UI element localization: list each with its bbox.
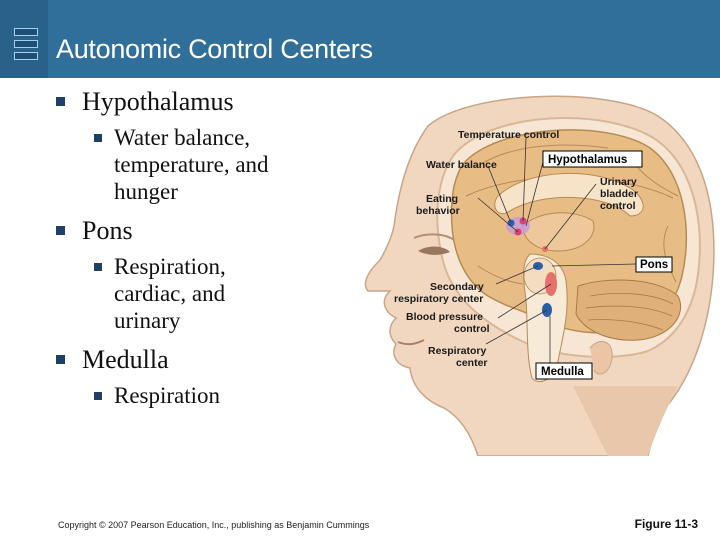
label-urinary-3: control [600,200,636,212]
label-water-balance: Water balance [426,159,497,171]
ear [589,340,613,375]
brain-figure: Temperature control Water balance Eating… [358,86,720,457]
square-bullet-icon [56,226,65,235]
label-urinary-2: bladder [600,188,638,200]
slide-menu-icon [14,28,38,62]
neck-shade [573,386,678,456]
sub-bullet-pons: Respiration, cardiac, and urinary [56,253,356,334]
hypothalamus-box [542,150,643,168]
label-secondary-1: Secondary [430,281,484,293]
bullet-medulla: Medulla [56,344,356,376]
eye-icon [418,246,450,255]
label-bp-1: Blood pressure [406,311,483,323]
sub-bullet-medulla: Respiration [56,382,356,409]
bullet-pons: Pons [56,215,356,247]
mouth [397,339,425,346]
label-eating-1: Eating [426,193,458,205]
label-temperature-control: Temperature control [458,129,559,141]
square-bullet-icon [94,263,102,271]
title-bar: Autonomic Control Centers [0,0,720,78]
square-bullet-icon [94,134,102,142]
title-accent [0,0,48,78]
bullet-hypothalamus: Hypothalamus [56,86,356,118]
square-bullet-icon [94,392,102,400]
label-medulla: Medulla [541,366,584,378]
label-secondary-2: respiratory center [394,293,483,305]
label-pons: Pons [640,259,668,271]
square-bullet-icon [56,97,65,106]
cerebellum [575,279,682,341]
sub-bullet-hypothalamus: Water balance, temperature, and hunger [56,124,356,205]
corpus-callosum [494,172,644,217]
label-eating-2: behavior [416,205,460,217]
copyright-footer: Copyright © 2007 Pearson Education, Inc.… [58,520,370,530]
label-urinary-1: Urinary [600,176,637,188]
brow [413,233,455,241]
label-resp-1: Respiratory [428,345,487,357]
square-bullet-icon [56,355,65,364]
pons-box [635,256,673,273]
figure-reference: Figure 11-3 [634,517,698,531]
slide-title: Autonomic Control Centers [56,34,373,64]
label-resp-2: center [456,357,488,369]
label-hypothalamus: Hypothalamus [548,154,627,166]
bullet-list: Hypothalamus Water balance, temperature,… [56,86,356,419]
head-brain-illustration: Temperature control Water balance Eating… [364,95,715,457]
leader-lines [477,137,637,374]
cerebellum-folia [585,293,674,331]
label-bp-2: control [454,323,490,335]
medulla-box [535,362,593,380]
